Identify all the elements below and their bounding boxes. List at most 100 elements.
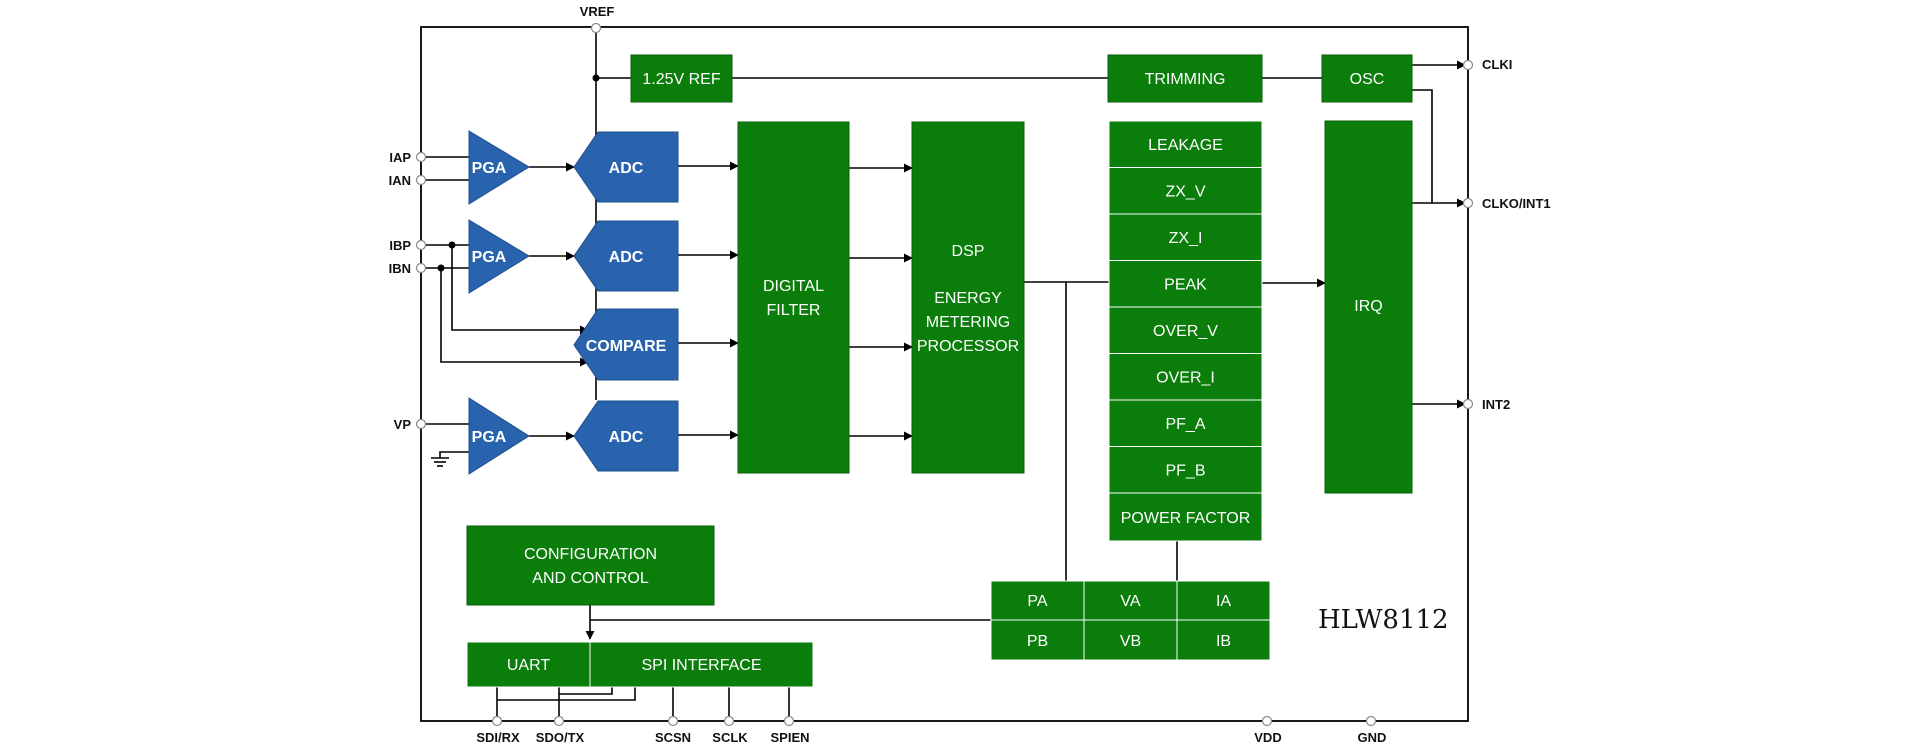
measurement-grid: PA VA IA PB VB IB xyxy=(990,580,1271,661)
power-factor-label: POWER FACTOR xyxy=(1121,510,1251,527)
pga-ib: PGA xyxy=(468,219,530,294)
pin-label-sdi: SDI/RX xyxy=(476,730,520,745)
grid-cell-label: IA xyxy=(1216,593,1231,610)
pin-clki xyxy=(1462,59,1474,71)
pin-label-iap: IAP xyxy=(389,150,411,165)
dsp-label-4: PROCESSOR xyxy=(917,338,1019,355)
ref-label: 1.25V REF xyxy=(642,71,720,88)
grid-cell-label: VA xyxy=(1120,593,1140,610)
pins xyxy=(415,22,1474,727)
status-PF_A xyxy=(1108,399,1263,447)
trimming-block xyxy=(1107,54,1263,103)
grid-cell-label: IB xyxy=(1216,633,1231,650)
pin-ian xyxy=(415,174,427,186)
status-label: PF_B xyxy=(1165,463,1205,480)
pin-ibp xyxy=(415,239,427,251)
osc-block xyxy=(1321,54,1413,103)
pin-gnd xyxy=(1365,715,1377,727)
grid-cell xyxy=(1083,580,1178,621)
compare-block: COMPARE xyxy=(573,308,679,381)
adc-v: ADC xyxy=(573,400,679,472)
svg-text:PGA: PGA xyxy=(472,249,507,266)
dsp-label-1: DSP xyxy=(952,243,985,260)
spi-label: SPI INTERFACE xyxy=(641,657,761,674)
status-label: OVER_I xyxy=(1156,370,1215,387)
trimming-label: TRIMMING xyxy=(1145,71,1226,88)
pin-label-vdd: VDD xyxy=(1254,730,1281,745)
status-ZX_I xyxy=(1108,213,1263,261)
pin-label-ian: IAN xyxy=(389,173,411,188)
dsp-label-3: METERING xyxy=(926,314,1010,331)
wires xyxy=(421,28,1466,721)
status-register-stack: LEAKAGE ZX_V ZX_I PEAK OVER_V OVER_I PF_… xyxy=(1108,120,1263,494)
spi-block xyxy=(589,641,814,688)
pin-label-ibn: IBN xyxy=(389,261,411,276)
irq-label: IRQ xyxy=(1354,298,1382,315)
config-label-1: CONFIGURATION xyxy=(524,546,657,563)
pin-sdo xyxy=(553,715,565,727)
status-label: LEAKAGE xyxy=(1148,137,1223,154)
irq-block xyxy=(1324,120,1413,494)
pin-iap xyxy=(415,151,427,163)
pin-label-vref: VREF xyxy=(580,4,615,19)
pin-sclk xyxy=(723,715,735,727)
config-label-2: AND CONTROL xyxy=(532,570,649,587)
status-PF_B xyxy=(1108,446,1263,494)
pin-vp xyxy=(415,418,427,430)
grid-cell xyxy=(1176,619,1271,661)
status-label: ZX_V xyxy=(1165,184,1205,201)
pga-v: PGA xyxy=(468,397,530,475)
pin-label-spien: SPIEN xyxy=(770,730,809,745)
power-factor-block xyxy=(1108,492,1263,542)
pin-label-ibp: IBP xyxy=(389,238,411,253)
digital-filter-block xyxy=(737,121,850,474)
grid-cell xyxy=(1176,580,1271,621)
pin-label-scsn: SCSN xyxy=(655,730,691,745)
grid-cell-label: PA xyxy=(1027,593,1047,610)
status-OVER_I xyxy=(1108,353,1263,401)
dsp-block xyxy=(911,121,1025,474)
pin-label-sdo: SDO/TX xyxy=(536,730,585,745)
status-label: PEAK xyxy=(1164,277,1207,294)
status-PEAK xyxy=(1108,260,1263,308)
svg-text:ADC: ADC xyxy=(609,429,644,446)
pin-scsn xyxy=(667,715,679,727)
dsp-label-2: ENERGY xyxy=(934,290,1002,307)
svg-text:COMPARE: COMPARE xyxy=(586,338,667,355)
pin-clko xyxy=(1462,197,1474,209)
pin-label-gnd: GND xyxy=(1358,730,1387,745)
pin-ibn xyxy=(415,262,427,274)
pin-vdd xyxy=(1261,715,1273,727)
status-label: OVER_V xyxy=(1153,323,1218,340)
svg-text:ADC: ADC xyxy=(609,160,644,177)
pin-vref xyxy=(590,22,602,34)
digital-filter-label-1: DIGITAL xyxy=(763,278,824,295)
digital-filter-label-2: FILTER xyxy=(767,302,821,319)
adc-ib: ADC xyxy=(573,220,679,292)
pin-int2 xyxy=(1462,398,1474,410)
pin-label-sclk: SCLK xyxy=(712,730,748,745)
adc-ia: ADC xyxy=(573,131,679,203)
status-label: PF_A xyxy=(1165,416,1205,433)
pga-ia: PGA xyxy=(468,130,530,205)
ref-block xyxy=(630,54,733,103)
grid-cell-label: PB xyxy=(1027,633,1048,650)
status-OVER_V xyxy=(1108,306,1263,354)
pin-sdi xyxy=(491,715,503,727)
chip-name: HLW8112 xyxy=(1318,605,1449,635)
pin-label-vp: VP xyxy=(394,417,412,432)
grid-cell xyxy=(990,619,1085,661)
status-label: ZX_I xyxy=(1169,230,1203,247)
grid-cell xyxy=(1083,619,1178,661)
pin-label-int2: INT2 xyxy=(1482,397,1510,412)
svg-text:PGA: PGA xyxy=(472,429,507,446)
pin-label-clko: CLKO/INT1 xyxy=(1482,196,1551,211)
uart-block xyxy=(466,641,591,688)
pin-spien xyxy=(783,715,795,727)
svg-text:ADC: ADC xyxy=(609,249,644,266)
config-block xyxy=(466,525,715,606)
svg-text:PGA: PGA xyxy=(472,160,507,177)
uart-label: UART xyxy=(507,657,550,674)
chip-outline xyxy=(420,26,1469,722)
